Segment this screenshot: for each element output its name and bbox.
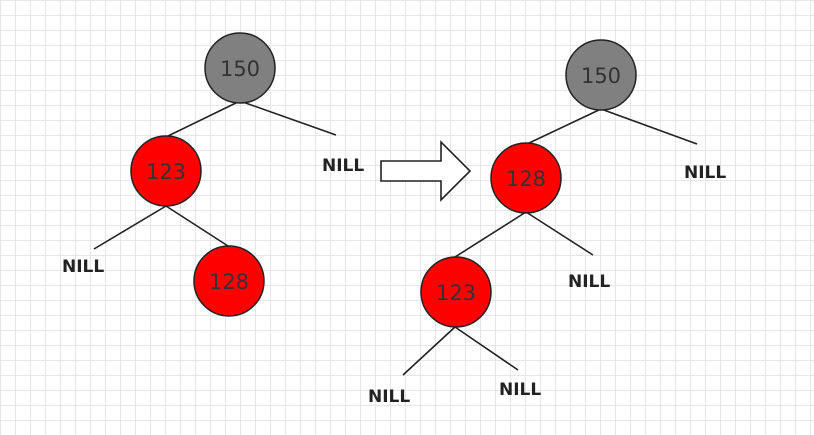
edge-123-nill-right xyxy=(454,326,519,371)
after-node-128: 128 xyxy=(490,142,562,214)
edge-128-123 xyxy=(454,211,527,258)
edge-150-128 xyxy=(526,108,602,145)
node-label: 123 xyxy=(146,160,186,184)
after-nil-root-right: NILL xyxy=(684,163,726,183)
after-node-150: 150 xyxy=(565,39,637,111)
node-label: 128 xyxy=(209,270,249,294)
node-label: 128 xyxy=(506,167,546,191)
after-node-123: 123 xyxy=(420,256,492,328)
transform-arrow xyxy=(380,140,472,202)
edge-150-nill xyxy=(600,108,698,145)
before-node-150: 150 xyxy=(204,32,276,104)
before-node-123: 123 xyxy=(130,135,202,207)
edge-123-128 xyxy=(165,205,229,247)
before-edges xyxy=(93,100,337,250)
edge-150-nill xyxy=(239,100,337,136)
after-nil-123-left: NILL xyxy=(368,387,410,407)
edge-128-nill xyxy=(525,211,594,256)
node-label: 150 xyxy=(581,64,621,88)
before-node-128: 128 xyxy=(193,245,265,317)
after-nil-128-right: NILL xyxy=(568,272,610,292)
after-nil-123-right: NILL xyxy=(499,380,541,400)
edge-150-123 xyxy=(167,100,241,137)
node-label: 150 xyxy=(220,57,260,81)
after-edges xyxy=(402,108,698,376)
before-nil-left: NILL xyxy=(62,257,104,277)
edge-123-nill-left xyxy=(402,326,456,376)
node-label: 123 xyxy=(436,281,476,305)
edge-123-nill xyxy=(93,205,167,250)
before-nil-right: NILL xyxy=(322,156,364,176)
